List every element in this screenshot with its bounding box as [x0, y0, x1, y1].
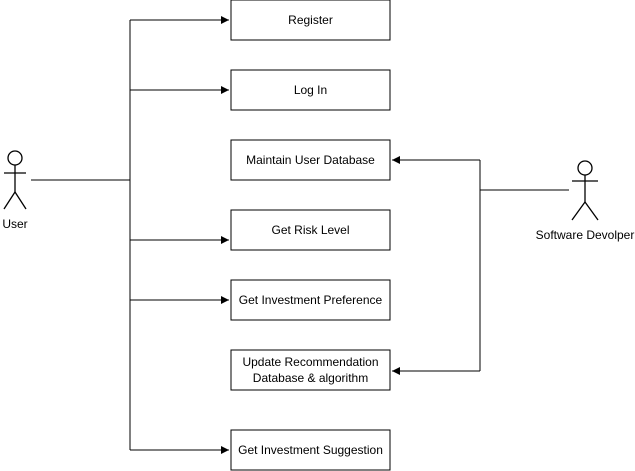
maintain-user-db-text: Maintain User Database	[246, 153, 375, 167]
use-case-risk-level: Get Risk Level	[230, 209, 391, 251]
investment-preference-box	[230, 279, 391, 321]
login-text: Log In	[294, 83, 327, 97]
use-case-maintain-user-db: Maintain User Database	[230, 139, 391, 181]
user-actor: User	[2, 150, 28, 231]
developer-actor: Software Devolper	[536, 160, 635, 242]
update-recommendation-text-line-1: Update Recommendation	[242, 355, 378, 369]
use-case-register: Register	[230, 0, 391, 41]
use-case-update-recommendation: Update Recommendation Database & algorit…	[230, 349, 391, 391]
user-label: User	[2, 217, 27, 231]
use-case-investment-suggestion: Get Investment Suggestion	[230, 429, 391, 471]
risk-level-text: Get Risk Level	[271, 223, 349, 237]
developer-label: Software Devolper	[536, 228, 635, 242]
maintain-user-db-box	[230, 139, 391, 181]
register-box	[230, 0, 391, 41]
user-connectors	[31, 16, 229, 454]
investment-suggestion-box	[230, 429, 391, 471]
user-stick-figure-icon	[3, 150, 27, 210]
register-text: Register	[288, 13, 333, 27]
developer-stick-figure-icon	[571, 160, 599, 221]
use-case-login: Log In	[230, 69, 391, 111]
update-recommendation-box	[230, 349, 391, 391]
use-case-investment-preference: Get Investment Preference	[230, 279, 391, 321]
investment-preference-text: Get Investment Preference	[239, 293, 383, 307]
developer-connectors	[392, 156, 569, 375]
investment-suggestion-text: Get Investment Suggestion	[238, 443, 383, 457]
risk-level-box	[230, 209, 391, 251]
update-recommendation-text-line-2: Database & algorithm	[253, 371, 368, 385]
login-box	[230, 69, 391, 111]
